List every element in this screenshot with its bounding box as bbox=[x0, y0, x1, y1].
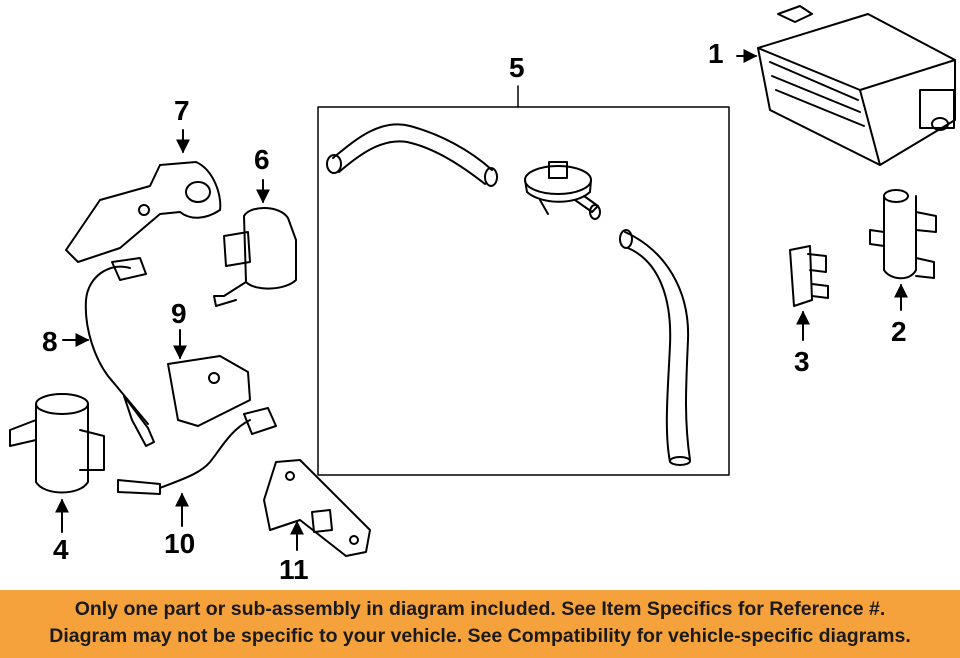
callout-10: 10 bbox=[164, 528, 196, 559]
callout-6: 6 bbox=[254, 144, 270, 175]
callout-8: 8 bbox=[42, 326, 58, 357]
disclaimer-line-2: Diagram may not be specific to your vehi… bbox=[49, 625, 911, 647]
callout-1: 1 bbox=[708, 38, 724, 69]
part-4-filter bbox=[9, 393, 105, 533]
callout-7: 7 bbox=[174, 95, 190, 126]
callout-2: 2 bbox=[891, 316, 907, 347]
part-5-upper-hose bbox=[326, 123, 498, 187]
callout-4: 4 bbox=[53, 534, 69, 565]
part-11-bracket bbox=[263, 459, 371, 557]
part-5-valve bbox=[524, 161, 601, 220]
part-5-group-box bbox=[317, 106, 730, 476]
part-3-solenoid bbox=[789, 245, 829, 341]
part-7-bracket bbox=[65, 129, 222, 263]
part-5-lower-hose bbox=[619, 229, 691, 466]
part-6-valve bbox=[213, 179, 297, 307]
callout-11: 11 bbox=[279, 554, 309, 585]
part-8-sensor bbox=[62, 257, 155, 447]
disclaimer-banner: Only one part or sub-assembly in diagram… bbox=[0, 590, 960, 658]
parts-diagram bbox=[9, 5, 956, 557]
disclaimer-line-1: Only one part or sub-assembly in diagram… bbox=[74, 598, 886, 620]
callout-9: 9 bbox=[171, 298, 187, 329]
part-2-purge-valve bbox=[869, 189, 937, 311]
part-9-bracket bbox=[167, 329, 251, 427]
part-10-sensor bbox=[117, 407, 277, 527]
callout-3: 3 bbox=[794, 346, 810, 377]
part-1-canister bbox=[736, 5, 956, 166]
callout-5: 5 bbox=[509, 52, 525, 83]
